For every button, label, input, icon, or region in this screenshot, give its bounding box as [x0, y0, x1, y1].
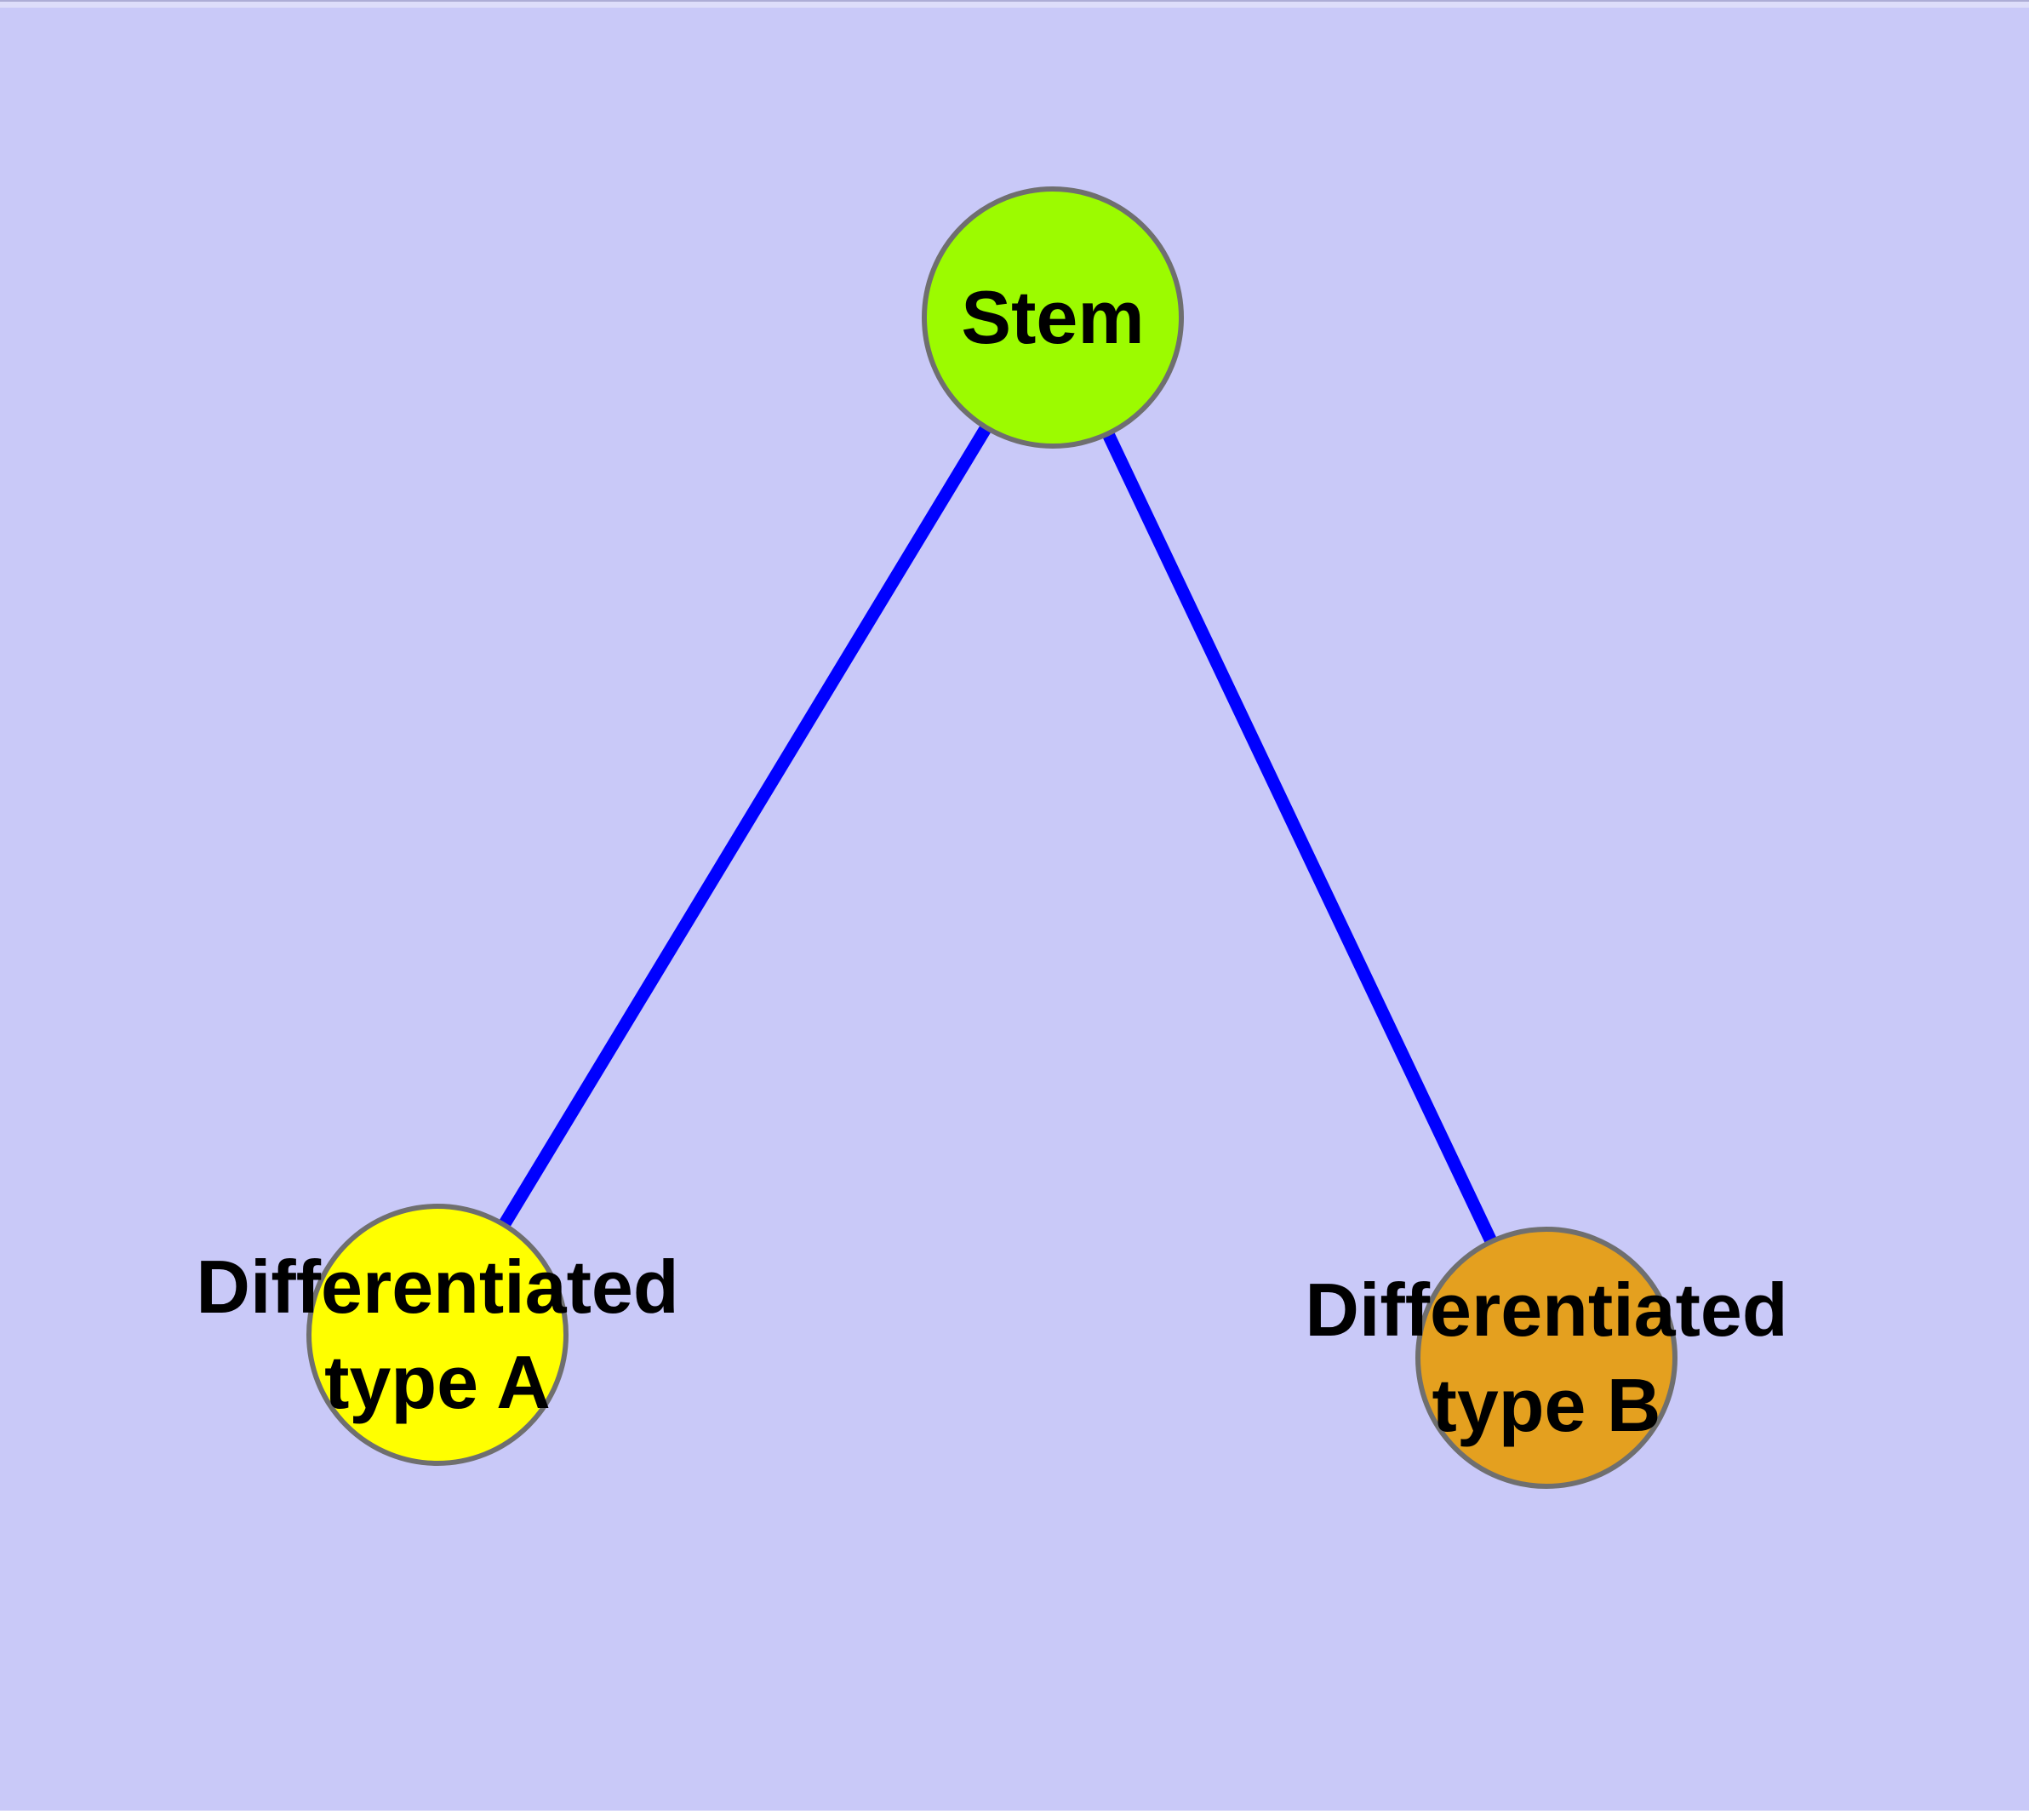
edge-stem-to-type-a	[432, 314, 1059, 1338]
node-type-a-label: Differentiated type A	[196, 1239, 678, 1430]
edge-stem-to-type-b	[1047, 314, 1552, 1361]
node-type-b-label: Differentiated type B	[1305, 1262, 1787, 1453]
node-stem-circle	[922, 186, 1184, 449]
window-top-edge	[0, 0, 2029, 8]
node-label-line: Stem	[961, 275, 1145, 359]
node-label-line: Differentiated	[196, 1245, 679, 1329]
node-label-line: type A	[324, 1340, 551, 1424]
node-label-line: Differentiated	[1305, 1268, 1788, 1352]
node-stem-label: Stem	[961, 270, 1144, 365]
window-bottom-edge	[0, 1811, 2029, 1820]
node-type-b-circle	[1415, 1227, 1677, 1489]
node-type-a-circle	[306, 1204, 569, 1466]
node-label-line: type B	[1432, 1363, 1661, 1447]
